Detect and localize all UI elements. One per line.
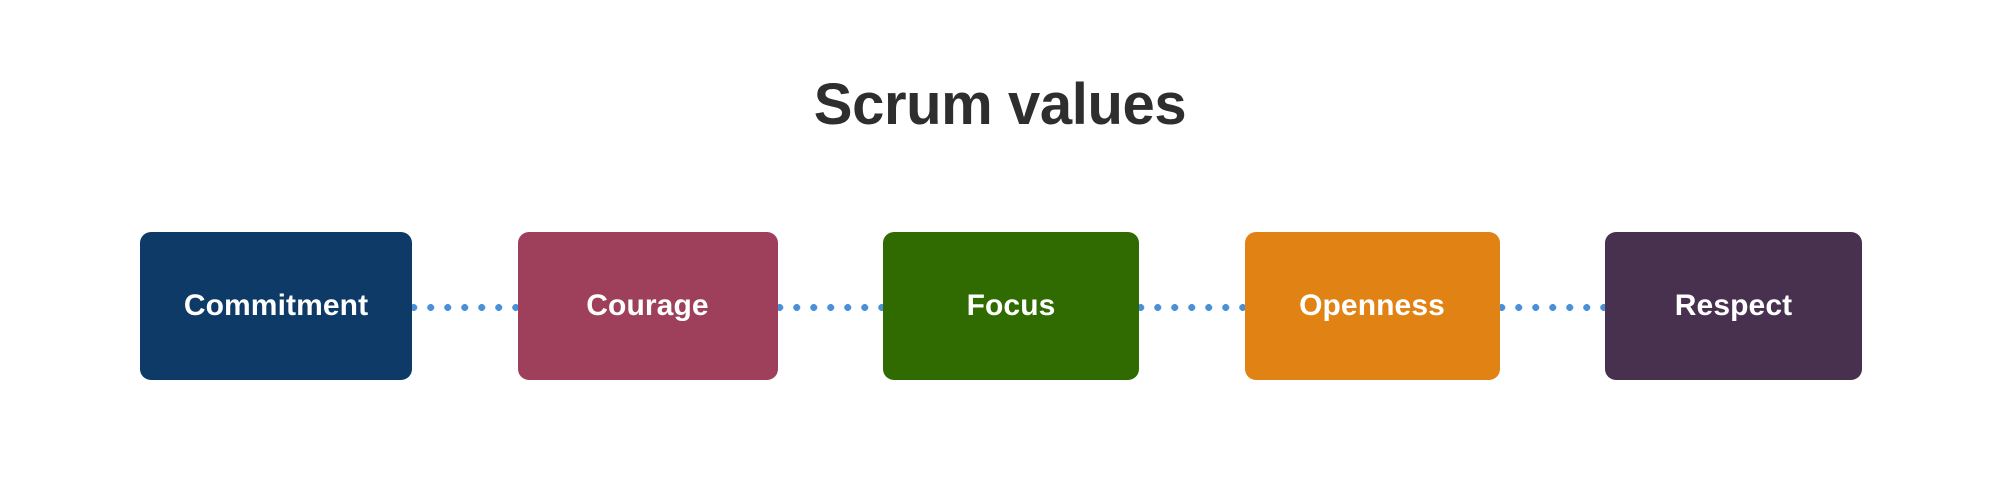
dotted-connector-3 xyxy=(1139,303,1245,311)
value-node-focus[interactable]: Focus xyxy=(883,232,1139,380)
value-node-commitment[interactable]: Commitment xyxy=(140,232,412,380)
values-flow-row: Commitment Courage Focus Openness Respec… xyxy=(140,232,1862,380)
value-node-label: Focus xyxy=(966,289,1056,322)
page-title: Scrum values xyxy=(813,72,1187,137)
dotted-connector-2 xyxy=(777,303,883,311)
value-node-label: Openness xyxy=(1299,289,1445,322)
dotted-connector-1 xyxy=(412,303,518,311)
value-node-courage[interactable]: Courage xyxy=(517,232,778,380)
value-node-label: Courage xyxy=(586,289,709,322)
value-node-label: Respect xyxy=(1674,289,1793,322)
dotted-connector-4 xyxy=(1499,303,1605,311)
value-node-openness[interactable]: Openness xyxy=(1244,232,1500,380)
value-node-label: Commitment xyxy=(183,289,369,322)
value-node-respect[interactable]: Respect xyxy=(1605,232,1862,380)
